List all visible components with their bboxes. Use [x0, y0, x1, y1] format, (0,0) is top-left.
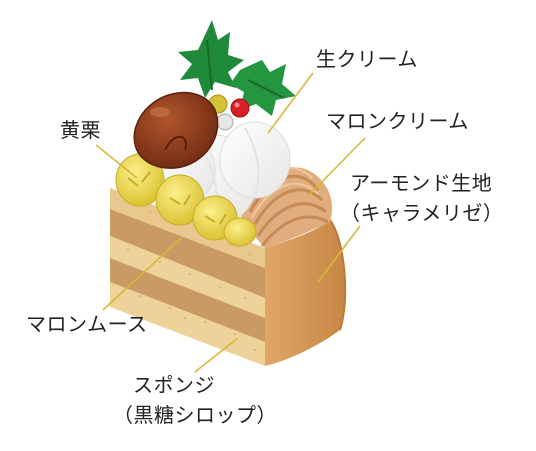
sponge-bottom-layer [110, 282, 265, 366]
label-marron-cream: マロンクリーム [326, 109, 469, 133]
leader-line-marron-cream [307, 137, 366, 197]
label-almond-sponge-note: （キャラメリゼ） [340, 201, 504, 225]
label-almond-sponge: アーモンド生地 [350, 171, 493, 195]
label-marron-mousse: マロンムース [26, 312, 148, 336]
sponge-top-layer [110, 188, 265, 268]
leader-line-kuri [95, 144, 138, 179]
label-kuri: 黄栗 [60, 118, 101, 142]
cake-front-face [110, 188, 265, 366]
chestnut [133, 91, 219, 169]
leader-lines [95, 72, 366, 373]
mousse-upper-layer [110, 209, 265, 298]
leader-line-almond [317, 225, 361, 283]
label-sponge-note: （黒糖シロップ） [113, 403, 277, 427]
label-fresh-cream: 生クリーム [316, 47, 418, 71]
yellow-chestnuts [115, 153, 257, 247]
sponge-middle-layer [110, 236, 265, 318]
leader-line-mousse [102, 236, 183, 311]
berries [208, 94, 250, 131]
leader-line-fresh-cream [267, 72, 314, 134]
almond-sponge-side [265, 220, 346, 366]
leader-line-sponge [194, 337, 239, 373]
label-sponge: スポンジ [133, 373, 215, 397]
mousse-lower-layer [110, 258, 265, 342]
